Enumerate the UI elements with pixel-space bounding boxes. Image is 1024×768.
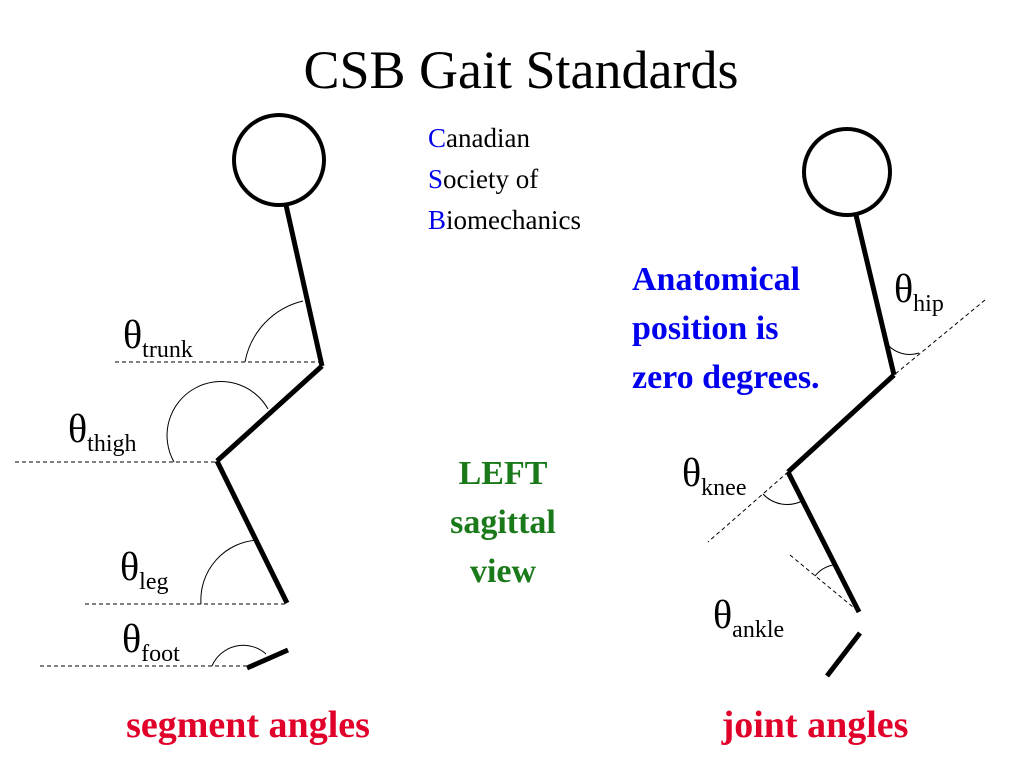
segment-angles-figure: θtrunk θthigh θleg θfoot [15, 113, 326, 671]
ankle-reference-line [789, 554, 860, 613]
thigh-angle-arc [166, 381, 269, 463]
view-label-line1: LEFT [459, 455, 548, 492]
theta-trunk-label: θtrunk [123, 312, 193, 363]
view-label: LEFT sagittal view [450, 455, 556, 590]
anatomical-note-line3: zero degrees. [632, 359, 820, 396]
theta-thigh-label: θthigh [68, 406, 137, 457]
acronym-rest-society: ociety of [443, 164, 538, 194]
knee-angle-arc [762, 493, 803, 506]
view-label-line2: sagittal [450, 504, 556, 541]
foot-angle-arc [211, 644, 267, 667]
acronym-line-society: Society of [428, 164, 538, 194]
acronym-initial-s: S [428, 164, 443, 194]
anatomical-note-line1: Anatomical [632, 261, 800, 298]
acronym-rest-canadian: anadian [446, 123, 530, 153]
knee-extension-line [707, 471, 789, 543]
page-title: CSB Gait Standards [303, 40, 738, 100]
theta-hip-label: θhip [894, 266, 944, 317]
anatomical-note: Anatomical position is zero degrees. [632, 261, 820, 396]
leg-angle-arc [200, 539, 259, 605]
theta-knee-label: θknee [682, 450, 746, 501]
left-thigh-segment [215, 364, 324, 463]
hip-extension-line [893, 299, 986, 376]
segment-angles-caption: segment angles [126, 704, 370, 746]
theta-ankle-label: θankle [713, 592, 784, 643]
acronym-rest-biomechanics: iomechanics [446, 205, 581, 235]
right-head [802, 127, 892, 217]
acronym-block: Canadian Society of Biomechanics [428, 123, 581, 235]
left-trunk-segment [283, 204, 325, 367]
left-foot-segment [245, 647, 290, 671]
joint-angles-caption: joint angles [721, 704, 909, 746]
left-head [232, 113, 326, 207]
trunk-angle-arc [244, 300, 304, 363]
left-leg-segment [214, 459, 290, 605]
acronym-initial-b: B [428, 205, 446, 235]
joint-angles-figure: θhip θknee θankle [682, 127, 986, 678]
ankle-angle-arc [814, 564, 834, 577]
acronym-line-biomechanics: Biomechanics [428, 205, 581, 235]
anatomical-note-line2: position is [632, 310, 778, 347]
acronym-line-canadian: Canadian [428, 123, 530, 153]
right-foot-segment [825, 631, 862, 678]
hip-angle-arc [886, 343, 920, 355]
right-trunk-segment [853, 214, 897, 376]
right-thigh-segment [786, 373, 896, 474]
right-leg-segment [785, 470, 862, 614]
theta-leg-label: θleg [120, 544, 169, 595]
theta-foot-label: θfoot [122, 616, 180, 667]
view-label-line3: view [470, 553, 537, 590]
acronym-initial-c: C [428, 123, 446, 153]
